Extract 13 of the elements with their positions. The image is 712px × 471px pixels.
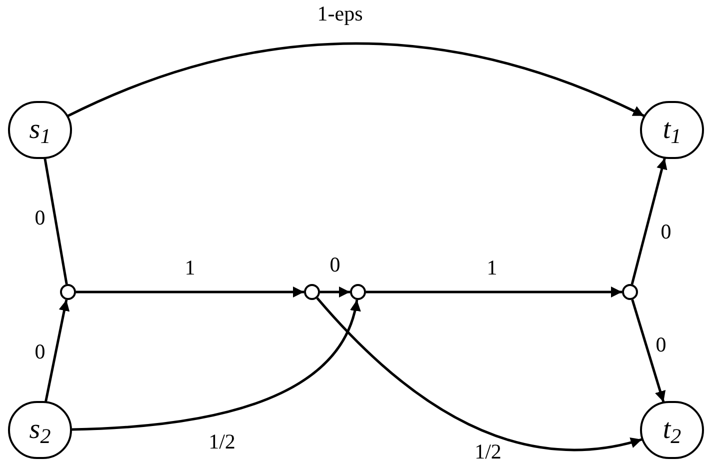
arrow [76, 286, 304, 298]
node-label: s$_{1}$ [29, 116, 51, 144]
arrow [44, 300, 70, 402]
arrow [320, 286, 350, 298]
node-label: t$_{1}$ [662, 116, 682, 144]
node-label: s$_{2}$ [29, 416, 51, 444]
node-label: t$_{2}$ [662, 416, 682, 444]
arrow [366, 286, 622, 298]
arrow [67, 42, 645, 118]
arrow [631, 299, 666, 402]
arrow [630, 158, 668, 285]
arrow [72, 300, 360, 431]
arrow [316, 297, 642, 451]
